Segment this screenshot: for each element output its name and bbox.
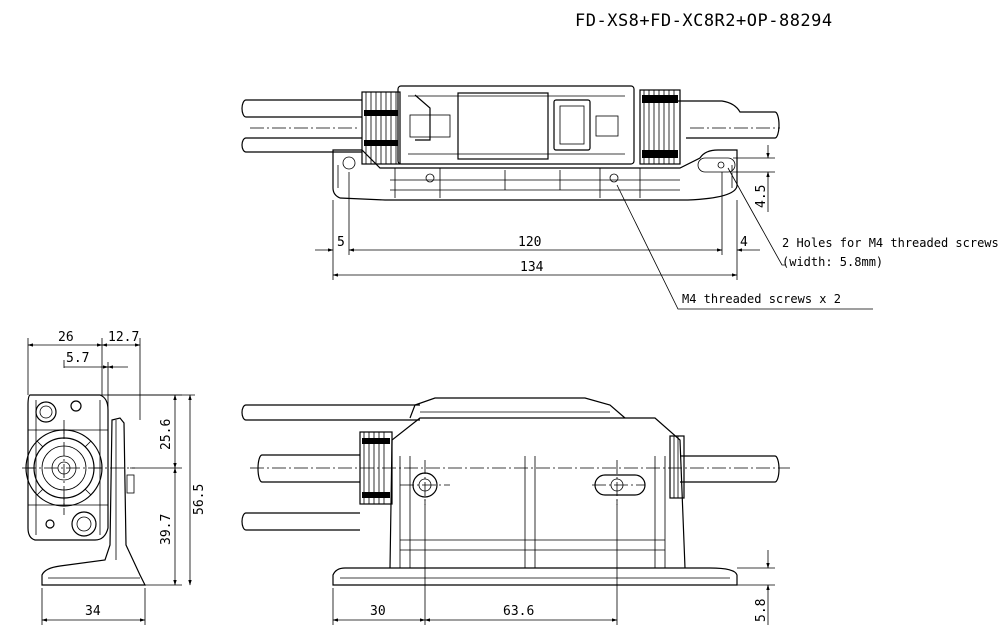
dim-base-thickness: 5.8: [754, 599, 769, 622]
front-view-base: [332, 397, 738, 586]
note-holes-line2: (width: 5.8mm): [782, 255, 883, 269]
dim-left-offset: 5: [337, 235, 345, 250]
dim-overall-length: 134: [520, 260, 544, 275]
drawing-title: FD-XS8+FD-XC8R2+OP-88294: [575, 11, 833, 31]
top-view-dimensions: 5 120 4 134 4.5 2 Holes for M4 threaded …: [315, 145, 999, 310]
dim-width-top: 26: [58, 330, 74, 345]
dim-left-to-hole: 30: [370, 604, 386, 619]
top-view-connectors: [361, 89, 681, 165]
side-view: 26 12.7 5.7 25.6 39.7 56.5 34: [22, 330, 207, 625]
dim-total-height: 56.5: [192, 484, 207, 515]
top-view: 5 120 4 134 4.5 2 Holes for M4 threaded …: [241, 85, 999, 310]
dim-lower-height: 39.7: [159, 514, 174, 545]
top-view-base: [332, 149, 738, 201]
note-holes-line1: 2 Holes for M4 threaded screws: [782, 236, 999, 250]
dim-offset-small: 5.7: [66, 351, 89, 366]
front-view-connectors: [359, 431, 685, 505]
dim-slot-height: 4.5: [754, 185, 769, 208]
front-view-dimensions: 30 63.6 5.8: [332, 500, 775, 625]
dim-base-width: 34: [85, 604, 101, 619]
dim-offset-top: 12.7: [108, 330, 139, 345]
top-view-cables: [241, 99, 780, 153]
dim-upper-height: 25.6: [159, 419, 174, 450]
note-screws: M4 threaded screws x 2: [682, 292, 841, 306]
top-view-amplifier: [397, 85, 635, 165]
front-view: 30 63.6 5.8: [241, 397, 790, 625]
side-view-body: [25, 394, 146, 586]
dim-hole-pitch-front: 63.6: [503, 604, 534, 619]
side-view-dimensions: 26 12.7 5.7 25.6 39.7 56.5 34: [27, 330, 207, 625]
front-view-cables: [241, 404, 790, 531]
dim-hole-pitch-top: 120: [518, 235, 541, 250]
dim-right-offset: 4: [740, 235, 748, 250]
